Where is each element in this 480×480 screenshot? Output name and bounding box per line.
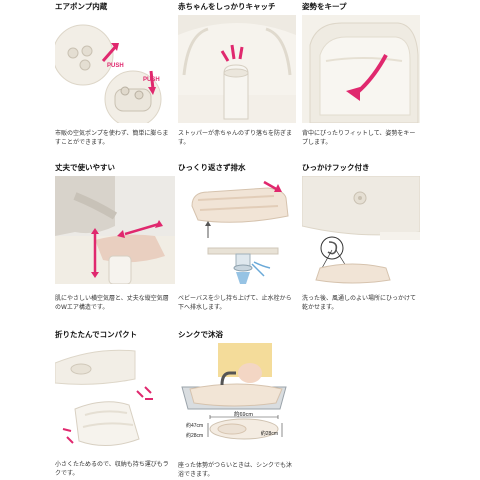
feature-description: 小さくたためるので、収納も持ち運びもラクです。 [55, 461, 169, 477]
dimension-label: 約69cm [234, 410, 253, 418]
dimension-label: 約28cm [261, 430, 278, 437]
feature-image-compact [55, 343, 175, 449]
feature-air-pump: エアポンプ内蔵 PUSH PUSH 市販の空気ポンプを使わず、簡単に膨らますこと… [55, 2, 175, 152]
feature-title: 赤ちゃんをしっかりキャッチ [178, 2, 276, 11]
feature-description: 肌にやさしい横空気層と、丈夫な縦空気層のWエア構造です。 [55, 295, 169, 311]
feature-description: ストッパーが赤ちゃんのずり落ちを防ぎます。 [178, 130, 293, 146]
feature-image-posture [302, 15, 420, 123]
feature-hook: ひっかけフック付き 洗った後、風通しのよい場所にひっかけて乾かせます。 [302, 163, 420, 313]
feature-description: 背中にぴったりフィットして、姿勢をキープします。 [302, 130, 416, 146]
feature-image-durable [55, 176, 175, 284]
feature-description: ベビーバスを少し持ち上げて、止水栓から下へ排水します。 [178, 295, 292, 311]
feature-sink: シンクで沐浴 約69cm 約47cm 約28cm 約28cm 座った体勢がつらい… [178, 330, 296, 478]
feature-title: ひっくり返さず排水 [178, 163, 246, 172]
feature-title: シンクで沐浴 [178, 330, 223, 339]
feature-title: 丈夫で使いやすい [55, 163, 115, 172]
feature-durable: 丈夫で使いやすい 肌にやさしい横空気層と、丈夫な縦空気層のWエア構造です。 [55, 163, 175, 313]
feature-description: 座った体勢がつらいときは、シンクでも沐浴できます。 [178, 462, 293, 478]
feature-posture: 姿勢をキープ 背中にぴったりフィットして、姿勢をキープします。 [302, 2, 420, 152]
feature-description: 市販の空気ポンプを使わず、簡単に膨らますことができます。 [55, 130, 169, 146]
feature-title: ひっかけフック付き [302, 163, 370, 172]
feature-description: 洗った後、風通しのよい場所にひっかけて乾かせます。 [302, 295, 417, 311]
feature-catch: 赤ちゃんをしっかりキャッチ ストッパーが赤ちゃんのずり落ちを防ぎます。 [178, 2, 296, 152]
feature-drain: ひっくり返さず排水 ベビーバスを少し持ち上げて、止水栓から下へ排水します。 [178, 163, 296, 313]
feature-image-drain [178, 176, 296, 288]
dimension-label: 約28cm [186, 432, 203, 439]
feature-title: 折りたたんでコンパクト [55, 330, 138, 339]
feature-image-hook [302, 176, 420, 284]
feature-compact: 折りたたんでコンパクト 小さくたためるので、収納も持ち運びもラクです。 [55, 330, 175, 478]
feature-image-air-pump: PUSH PUSH [55, 15, 175, 123]
feature-image-catch [178, 15, 296, 123]
feature-image-sink: 約69cm 約47cm 約28cm 約28cm [178, 343, 296, 453]
feature-title: エアポンプ内蔵 [55, 2, 108, 11]
dimension-label: 約47cm [186, 422, 203, 429]
push-label: PUSH [143, 77, 160, 83]
push-label: PUSH [107, 63, 124, 69]
feature-title: 姿勢をキープ [302, 2, 347, 11]
